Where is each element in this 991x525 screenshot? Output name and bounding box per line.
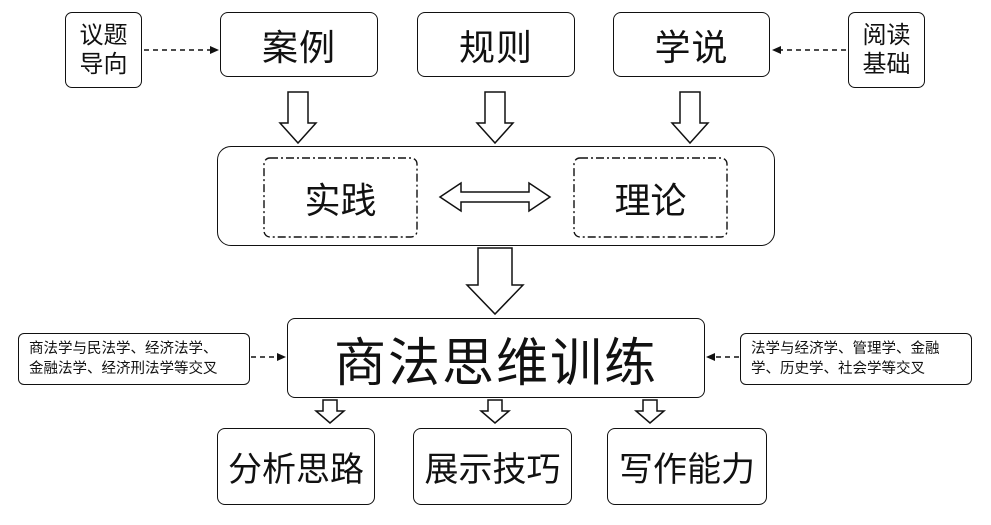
- dashed-arrow-issue-to-cases: [144, 46, 219, 54]
- presentation-label: 展示技巧: [424, 450, 561, 490]
- dashed-arrow-interdisciplinary-to-training: [706, 353, 739, 361]
- note-line: 学、历史学、社会学等交叉: [751, 361, 925, 378]
- practice-dashdot-frame: [263, 157, 418, 238]
- note-line: 法学与经济学、管理学、金融: [751, 341, 940, 357]
- note-line: 商法学与民法学、经济法学、: [29, 341, 218, 357]
- note-line: 导向: [79, 50, 128, 78]
- dashed-arrow-law-cross-to-training: [251, 353, 286, 361]
- dashed-arrow-reading-to-doctrine: [772, 46, 846, 54]
- hollow-down-arrow-presentation: [478, 399, 512, 424]
- note-line: 基础: [862, 50, 911, 78]
- practice-box: 实践: [263, 157, 418, 238]
- doctrine-box: 学说: [613, 12, 770, 77]
- analysis-label: 分析思路: [228, 450, 364, 490]
- hollow-down-arrow-to-training: [465, 247, 525, 316]
- commercial-law-thinking-box: 商法思维训练: [287, 318, 705, 398]
- cases-box: 案例: [220, 12, 378, 77]
- hollow-down-arrow-doctrine: [670, 91, 710, 145]
- hollow-down-arrow-analysis: [313, 399, 347, 424]
- doctrine-label: 学说: [654, 27, 729, 69]
- theory-dashdot-frame: [573, 157, 728, 238]
- hollow-down-arrow-writing: [633, 399, 667, 424]
- analysis-approach-box: 分析思路: [217, 428, 375, 505]
- rules-label: 规则: [458, 27, 533, 69]
- practice-label: 实践: [304, 180, 377, 222]
- note-line: 金融法学、经济刑法学等交叉: [29, 361, 218, 378]
- note-line: 议题: [79, 20, 128, 49]
- note-line: 阅读: [862, 20, 911, 49]
- hollow-down-arrow-cases: [278, 91, 318, 145]
- theory-box: 理论: [573, 157, 728, 238]
- writing-ability-box: 写作能力: [607, 428, 767, 505]
- training-label: 商法思维训练: [333, 333, 658, 394]
- reading-foundation-note: 阅读 基础: [848, 12, 925, 88]
- issue-orientation-note: 议题 导向: [65, 12, 142, 88]
- theory-label: 理论: [614, 180, 687, 222]
- rules-box: 规则: [417, 12, 575, 77]
- practice-theory-double-arrow: [438, 181, 552, 213]
- law-disciplines-cross-note: 商法学与民法学、经济法学、 金融法学、经济刑法学等交叉: [18, 333, 250, 385]
- presentation-skills-box: 展示技巧: [413, 428, 572, 505]
- interdisciplinary-cross-note: 法学与经济学、管理学、金融 学、历史学、社会学等交叉: [740, 333, 972, 385]
- hollow-down-arrow-rules: [475, 91, 515, 145]
- cases-label: 案例: [261, 27, 336, 69]
- writing-label: 写作能力: [619, 450, 755, 490]
